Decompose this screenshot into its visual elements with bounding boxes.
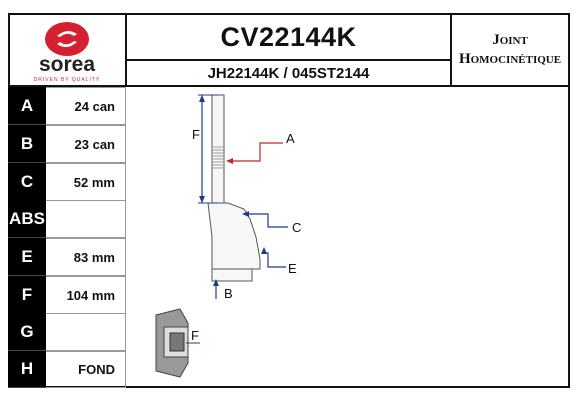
brand-tagline: DRIVEN BY QUALITY — [34, 77, 101, 83]
cross-reference-cell: JH22144K / 045ST2144 — [125, 59, 452, 87]
dimension-f-arrow-bottom-icon — [199, 196, 205, 203]
arrow-b-head-icon — [213, 279, 219, 286]
spec-letter: A — [8, 87, 46, 125]
spec-row-a: A 24 can — [8, 87, 128, 125]
spec-value: 24 can — [46, 87, 126, 125]
arrow-e-leader — [262, 252, 286, 268]
spline-teeth — [213, 146, 223, 169]
spec-row-c: C 52 mm — [8, 163, 128, 201]
spec-letter: B — [8, 125, 46, 163]
product-type-cell: Joint Homocinétique — [450, 13, 570, 87]
arrow-e-head-icon — [261, 247, 267, 254]
label-f: F — [192, 127, 200, 142]
spec-row-b: B 23 can — [8, 125, 128, 163]
cross-section-inset: F — [155, 308, 200, 378]
joint-bell — [211, 268, 253, 282]
spec-value: 104 mm — [46, 276, 126, 314]
spec-value: 83 mm — [46, 238, 126, 276]
cv-joint-drawing: F A C E B F — [155, 94, 301, 378]
dimension-f-arrow-top-icon — [199, 95, 205, 102]
arrow-a-leader — [230, 142, 283, 162]
spec-row-h: H FOND — [8, 351, 128, 388]
spec-letter: C — [8, 163, 46, 201]
cross-references: JH22144K / 045ST2144 — [207, 64, 370, 82]
part-number-cell: CV22144K — [125, 13, 452, 61]
label-c: C — [292, 220, 301, 235]
brand-logo-cell: sorea DRIVEN BY QUALITY — [8, 13, 127, 87]
spec-row-abs: ABS — [8, 200, 128, 238]
spec-value: 52 mm — [46, 163, 126, 201]
brand-name: sorea — [39, 53, 95, 76]
cv-joint-diagram: F A C E B F — [128, 87, 568, 386]
label-a: A — [286, 131, 295, 146]
part-number: CV22144K — [220, 21, 357, 52]
spec-row-e: E 83 mm — [8, 238, 128, 276]
spec-letter: ABS — [8, 200, 46, 238]
spec-row-g: G — [8, 313, 128, 351]
spec-letter: H — [8, 351, 46, 388]
inset-label-f: F — [191, 328, 199, 343]
spec-table: A 24 can B 23 can C 52 mm ABS E 83 mm F … — [8, 87, 128, 388]
joint-housing — [207, 202, 261, 270]
sorea-logo: sorea DRIVEN BY QUALITY — [34, 22, 101, 83]
arrow-a-head-icon — [226, 158, 233, 164]
spec-value — [46, 200, 126, 238]
arrow-c-head-icon — [242, 211, 249, 217]
label-e: E — [288, 261, 297, 276]
product-type-line2: Homocinétique — [458, 51, 562, 67]
spec-value: 23 can — [46, 125, 126, 163]
spec-letter: G — [8, 313, 46, 351]
arrow-c-leader — [246, 213, 288, 228]
spec-row-f: F 104 mm — [8, 276, 128, 314]
product-type-line1: Joint — [492, 32, 528, 48]
spec-letter: F — [8, 276, 46, 314]
spec-value — [46, 313, 126, 351]
spec-letter: E — [8, 238, 46, 276]
splined-shaft — [211, 94, 225, 204]
spec-value: FOND — [46, 351, 126, 388]
logo-red-emblem-icon — [45, 22, 89, 56]
logo-swirl-icon — [57, 30, 77, 48]
label-b: B — [224, 286, 233, 301]
